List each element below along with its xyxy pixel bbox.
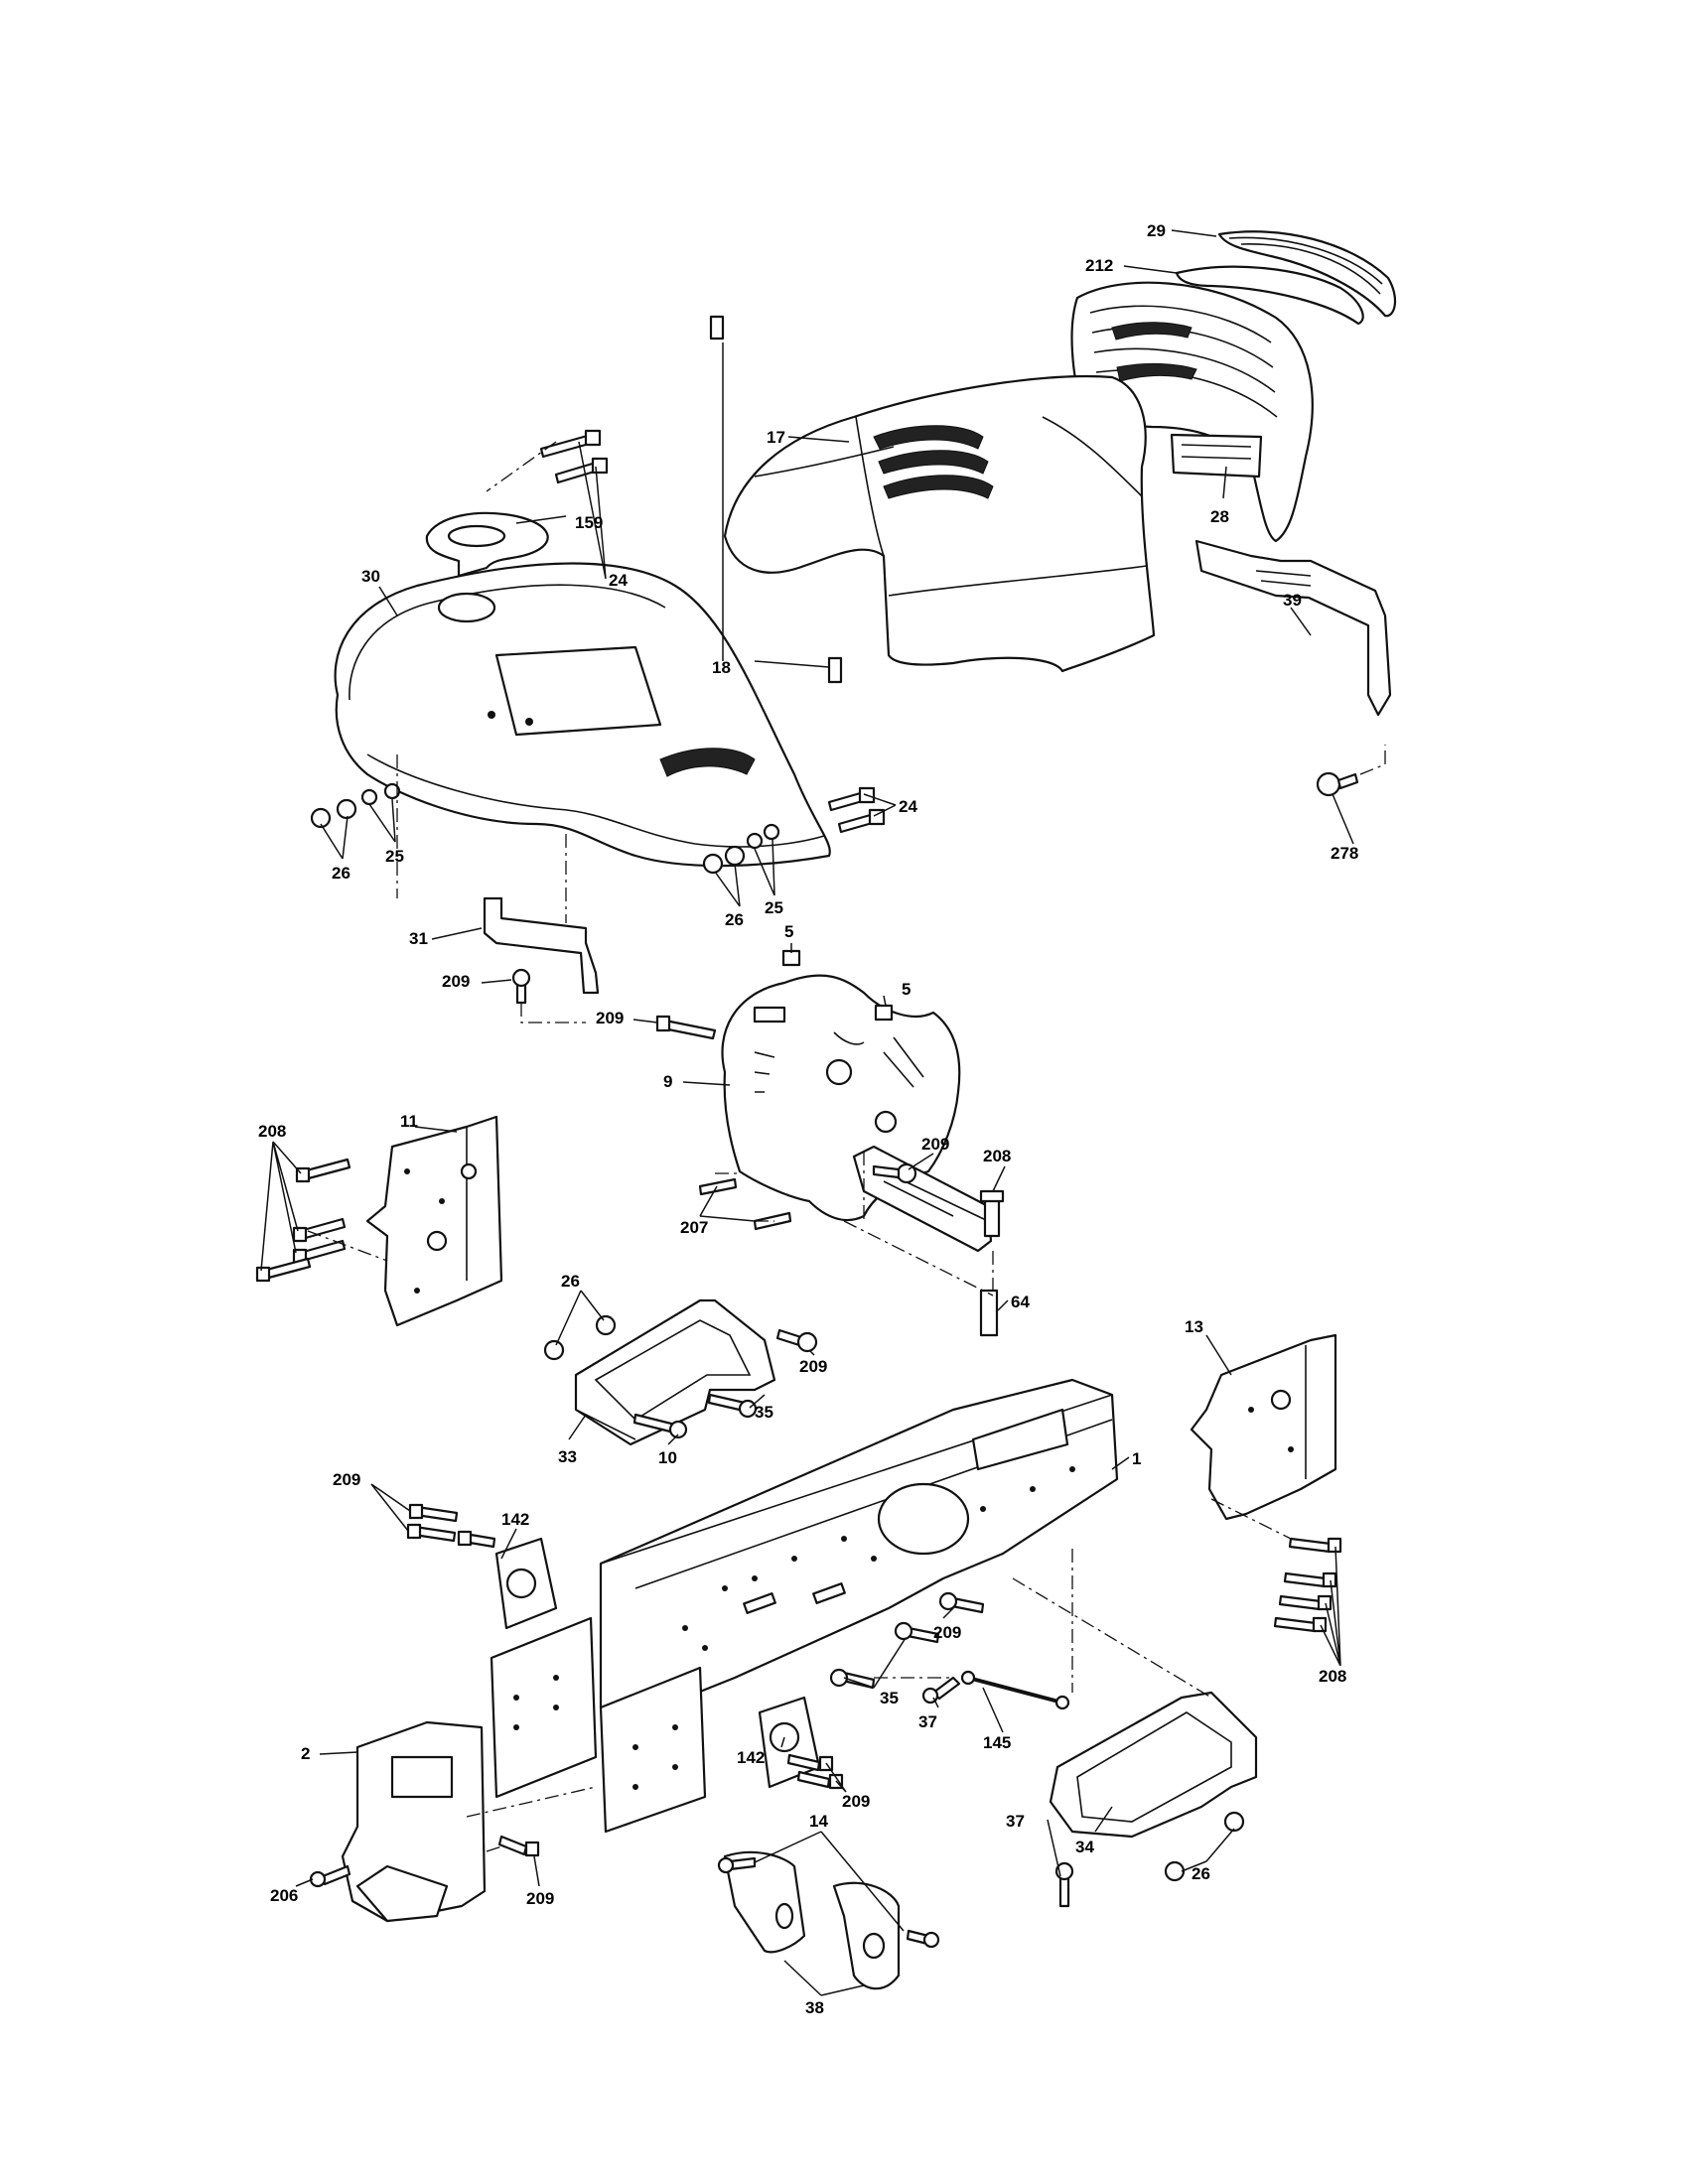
alignment-lines xyxy=(307,441,1386,1852)
rear-plate-part xyxy=(490,1616,707,1834)
fender-bracket-part xyxy=(483,896,600,995)
side-panel-right-part xyxy=(1190,1333,1337,1521)
fuel-cap-part xyxy=(425,511,549,578)
callout-207: 207 xyxy=(680,1218,708,1237)
callout-35a: 35 xyxy=(755,1403,773,1422)
callout-209h: 209 xyxy=(526,1889,554,1908)
callout-37b: 37 xyxy=(1006,1812,1025,1831)
leader-lines xyxy=(260,229,1354,1996)
grille-part xyxy=(1070,281,1314,543)
hood-bracket-part xyxy=(1194,539,1392,717)
rear-cover-part xyxy=(341,1720,487,1923)
lens-bracket-part xyxy=(1175,265,1364,326)
callout-33: 33 xyxy=(558,1447,577,1466)
callout-30: 30 xyxy=(361,567,380,586)
hood-part xyxy=(723,374,1156,673)
callout-39: 39 xyxy=(1283,591,1302,610)
callout-25b: 25 xyxy=(765,898,783,917)
dash-panel-part xyxy=(721,974,961,1221)
callout-35b: 35 xyxy=(880,1689,899,1707)
callout-142b: 142 xyxy=(737,1748,765,1767)
hitch-bracket-part xyxy=(723,1850,901,1990)
clip-part xyxy=(709,315,843,684)
callout-209b: 209 xyxy=(596,1009,624,1027)
callout-26c: 26 xyxy=(561,1272,580,1291)
rod-part xyxy=(960,1670,1070,1710)
callout-209e: 209 xyxy=(333,1470,360,1489)
callout-206: 206 xyxy=(270,1886,298,1905)
callout-212: 212 xyxy=(1085,256,1113,275)
callout-9: 9 xyxy=(663,1072,672,1091)
callout-64: 64 xyxy=(1011,1293,1030,1311)
callout-209g: 209 xyxy=(842,1792,870,1811)
side-panel-left-part xyxy=(365,1115,503,1327)
headlight-lens-part xyxy=(1217,230,1397,318)
callout-208a: 208 xyxy=(258,1122,286,1141)
callout-38: 38 xyxy=(805,1998,824,2017)
callout-24a: 24 xyxy=(609,571,628,590)
callout-10: 10 xyxy=(658,1448,677,1467)
frame-part xyxy=(599,1378,1119,1719)
callout-26a: 26 xyxy=(332,864,351,883)
callout-5b: 5 xyxy=(902,980,911,999)
callout-14: 14 xyxy=(809,1812,828,1831)
callout-31: 31 xyxy=(409,929,428,948)
callout-17: 17 xyxy=(767,428,785,447)
callout-159: 159 xyxy=(575,513,603,532)
callout-13: 13 xyxy=(1185,1317,1203,1336)
callout-142a: 142 xyxy=(501,1510,529,1529)
callout-29: 29 xyxy=(1147,221,1166,240)
callout-278: 278 xyxy=(1331,844,1358,863)
callout-209c: 209 xyxy=(921,1135,949,1154)
callout-208c: 208 xyxy=(1319,1667,1346,1686)
callout-26d: 26 xyxy=(1192,1864,1210,1883)
callout-209d: 209 xyxy=(799,1357,827,1376)
callout-labels: 29 212 17 28 159 30 24 18 39 24 278 26 2… xyxy=(258,221,1358,2017)
callout-5a: 5 xyxy=(784,922,793,941)
callout-11: 11 xyxy=(400,1112,418,1131)
callout-26b: 26 xyxy=(725,910,744,929)
callout-145: 145 xyxy=(983,1733,1011,1752)
callout-28: 28 xyxy=(1210,507,1229,526)
callout-34: 34 xyxy=(1075,1838,1094,1856)
callout-209f: 209 xyxy=(933,1623,961,1642)
callout-2: 2 xyxy=(301,1744,310,1763)
callout-208b: 208 xyxy=(983,1147,1011,1165)
callout-24b: 24 xyxy=(899,797,917,816)
callout-25a: 25 xyxy=(385,847,404,866)
callout-1: 1 xyxy=(1132,1449,1141,1468)
callout-37a: 37 xyxy=(918,1712,937,1731)
callout-209a: 209 xyxy=(442,972,470,991)
callout-18: 18 xyxy=(712,658,731,677)
fender-part xyxy=(334,562,831,868)
footrest-right-part xyxy=(1049,1691,1258,1839)
